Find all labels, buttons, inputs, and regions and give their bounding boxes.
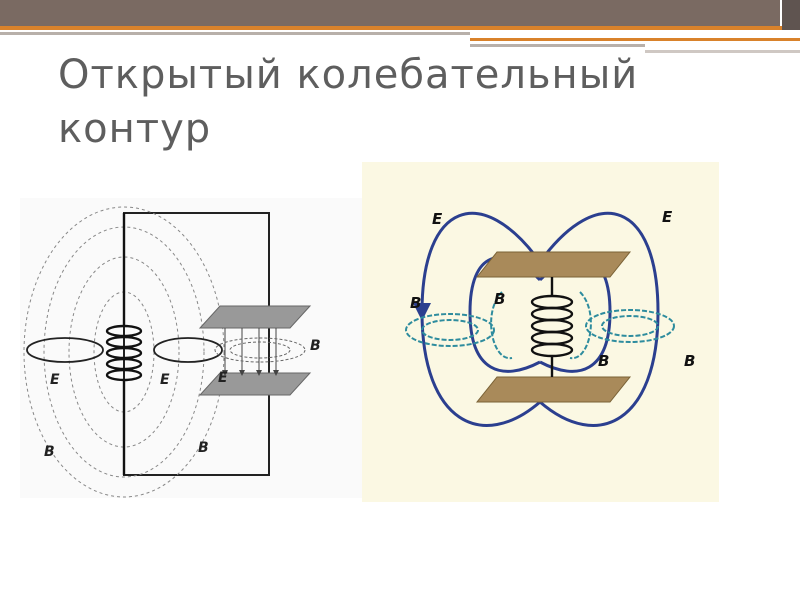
- orange-stripe: [0, 26, 782, 30]
- label-b-right: B: [310, 338, 321, 354]
- gray-stripe-2: [470, 44, 645, 47]
- coil: [530, 277, 574, 377]
- title-line-2: контур: [58, 106, 212, 152]
- label-e-top-right: E: [662, 208, 673, 226]
- electric-loops: [26, 337, 223, 363]
- magnetic-field-loops: [405, 291, 675, 360]
- label-b-left-outer: B: [410, 294, 421, 312]
- label-e-mid: E: [160, 372, 170, 388]
- gray-stripe-3: [645, 50, 800, 53]
- label-b-left-inner: B: [494, 290, 505, 308]
- label-b-center-right: B: [598, 352, 609, 370]
- capacitor: [198, 305, 312, 396]
- title-line-1: Открытый колебательный: [58, 52, 639, 98]
- label-e-top-left: E: [432, 210, 443, 228]
- top-right-block: [782, 0, 800, 30]
- right-field-diagram: E E B B B B: [362, 162, 719, 502]
- top-band: [0, 0, 780, 26]
- coil: [105, 213, 143, 475]
- label-b-bottom-left: B: [44, 444, 55, 460]
- slide-title: Открытый колебательный контур: [58, 48, 758, 156]
- gray-stripe-1: [0, 32, 470, 35]
- left-field-diagram: E E E B B B: [20, 198, 365, 498]
- circuit-frame: [123, 212, 270, 476]
- label-e-left: E: [50, 372, 60, 388]
- label-b-right-outer: B: [684, 352, 695, 370]
- label-e-right: E: [218, 370, 228, 386]
- capacitor-plate-top: [475, 251, 632, 278]
- orange-stripe-2: [470, 38, 800, 41]
- capacitor-plate-bottom: [475, 376, 632, 403]
- label-b-bottom-mid: B: [198, 440, 209, 456]
